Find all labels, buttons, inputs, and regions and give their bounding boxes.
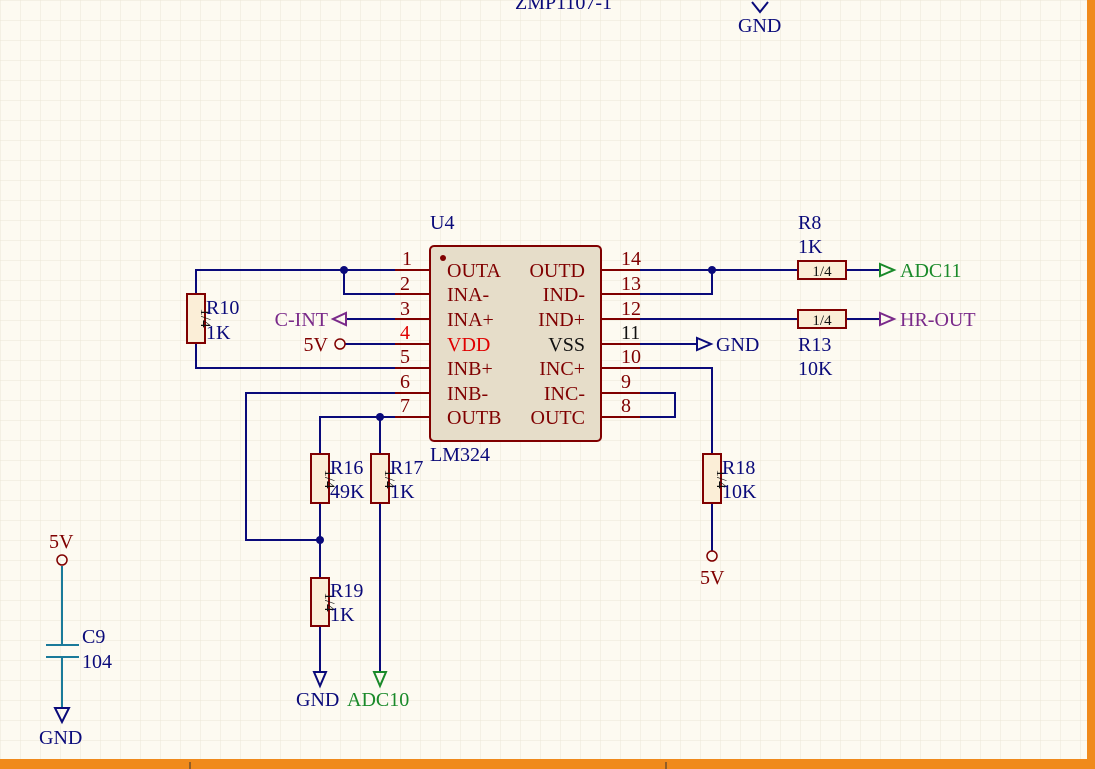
u4-pin-14-name: OUTD [529,260,585,282]
u4-lm324[interactable]: U4 LM324 1 2 3 4 5 6 7 [395,212,641,466]
r8-body-label: 1/4 [812,264,832,280]
net-port-adc11[interactable]: ADC11 [879,260,961,282]
u4-pin-10-name: INC+ [539,358,585,380]
r10-value: 1K [206,322,231,344]
adc10-label: ADC10 [347,689,409,711]
u4-pin-7-number: 7 [400,395,410,417]
resistor-r10[interactable]: 1/4 R10 1K [186,293,239,344]
u4-value: LM324 [430,444,490,466]
r13-ref: R13 [798,334,831,356]
c-int-label: C-INT [275,309,328,331]
u4-pin-8-number: 8 [621,395,631,417]
u4-pin-5-name: INB+ [447,358,493,380]
r19-value: 1K [330,604,355,626]
r18-body-label: 1/4 [713,469,729,489]
u4-right-pin-lines [601,269,640,418]
resistor-r19[interactable]: 1/4 R19 1K [310,577,363,627]
u4-pin-4-name: VDD [447,334,490,356]
u4-pin-14-number: 14 [621,248,641,270]
hr-out-label: HR-OUT [900,309,976,331]
junction-dots [316,266,716,544]
v5-c9-label: 5V [49,531,74,553]
u4-pin-13-number: 13 [621,273,641,295]
r8-value: 1K [798,236,823,258]
u4-pin-9-number: 9 [621,371,631,393]
gnd-c9-label: GND [39,727,82,749]
resistor-r18[interactable]: 1/4 R18 10K [702,453,757,504]
u4-pin-6-number: 6 [400,371,410,393]
u4-designator: U4 [430,212,454,234]
r8-ref: R8 [798,212,821,234]
r18-ref: R18 [722,457,755,479]
u4-pin-1-name: OUTA [447,260,502,282]
u4-pin-8-name: OUTC [531,407,585,429]
gnd-r19-label: GND [296,689,339,711]
u4-pin-2-name: INA- [447,284,489,306]
c9-value: 104 [82,651,112,673]
r13-value: 10K [798,358,833,380]
r13-body-label: 1/4 [812,313,832,329]
u4-pin-11-number: 11 [621,322,640,344]
v5-port-r18[interactable]: 5V [700,550,725,589]
r18-value: 10K [722,481,757,503]
u4-pin-9-name: INC- [544,383,585,405]
r17-value: 1K [390,481,415,503]
u4-pin-12-name: IND+ [538,309,585,331]
v5-port-c9[interactable]: 5V [49,531,74,566]
u4-pin-6-name: INB- [447,383,488,405]
top-fragment: ZMP1107-1 GND [515,0,781,37]
u4-pin-7-name: OUTB [447,407,501,429]
v5-port-vdd[interactable]: 5V [304,334,346,356]
capacitor-c9[interactable]: C9 104 [46,626,112,673]
net-port-adc10[interactable]: ADC10 [347,671,409,711]
r16-ref: R16 [330,457,363,479]
u4-pin-1-number: 1 [402,248,412,270]
v5-vdd-label: 5V [304,334,329,356]
r10-body-label: 1/4 [197,308,213,328]
r16-value: 49K [330,481,365,503]
resistor-r16[interactable]: 1/4 R16 49K [310,453,365,504]
r19-ref: R19 [330,580,363,602]
top-gnd-label: GND [738,15,781,37]
gnd-port-c9[interactable]: GND [39,707,82,749]
top-component-value: ZMP1107-1 [515,0,612,14]
u4-pin-10-number: 10 [621,346,641,368]
u4-pin-3-name: INA+ [447,309,494,331]
wires [195,269,880,672]
r10-ref: R10 [206,297,239,319]
gnd-port-r19[interactable]: GND [296,671,339,711]
u4-left-pin-lines [395,269,430,418]
resistor-r8[interactable]: 1/4 R8 1K [797,212,847,280]
u4-pin-3-number: 3 [400,298,410,320]
u4-pin1-marker [440,255,446,261]
gnd-port-vss[interactable]: GND [696,334,759,356]
gnd-vss-label: GND [716,334,759,356]
r16-body-label: 1/4 [321,469,337,489]
adc11-label: ADC11 [900,260,961,282]
net-port-hr-out[interactable]: HR-OUT [879,309,976,331]
u4-pin-11-name: VSS [548,334,585,356]
r19-body-label: 1/4 [321,592,337,612]
v5-r18-label: 5V [700,567,725,589]
u4-pin-4-number: 4 [400,322,410,344]
u4-pin-13-name: IND- [543,284,585,306]
u4-pin-5-number: 5 [400,346,410,368]
resistor-r17[interactable]: 1/4 R17 1K [370,453,423,504]
u4-pin-2-number: 2 [400,273,410,295]
r17-body-label: 1/4 [381,469,397,489]
c9-ref: C9 [82,626,105,648]
u4-pin-12-number: 12 [621,298,641,320]
resistor-r13[interactable]: 1/4 R13 10K [797,309,847,380]
net-port-c-int[interactable]: C-INT [275,309,347,331]
r17-ref: R17 [390,457,423,479]
